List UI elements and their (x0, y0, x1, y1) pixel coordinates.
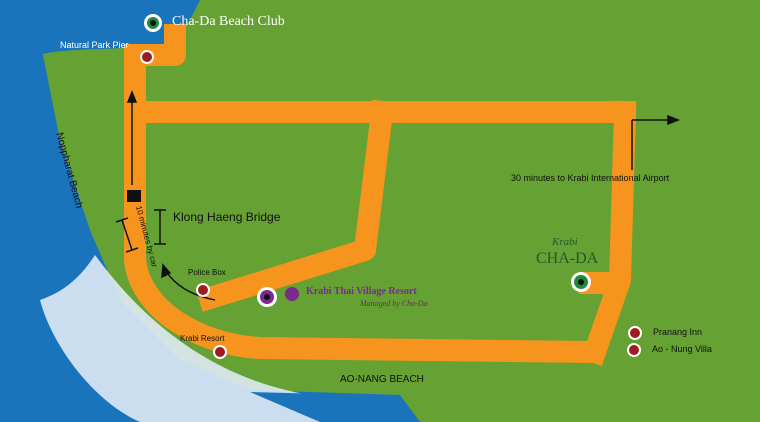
bridge-label: Klong Haeng Bridge (173, 210, 281, 224)
sea-bottom (250, 392, 420, 422)
krabi-resort-label: Krabi Resort (180, 334, 225, 343)
airport-label: 30 minutes to Krabi International Airpor… (511, 173, 670, 183)
beach-club-label: Cha-Da Beach Club (172, 14, 285, 29)
ao-nang-label: AO-NANG BEACH (340, 374, 424, 385)
resort-name: Krabi Thai Village Resort (306, 286, 417, 297)
chada-script: Krabi (552, 236, 578, 248)
roads (124, 24, 637, 366)
resort-subtitle: Managed by Cha-Da (360, 299, 428, 308)
resort-logo-icon (285, 287, 299, 301)
ao-nung-label: Ao - Nung Villa (652, 344, 712, 354)
chada-label: CHA-DA (536, 250, 599, 267)
car-icon (127, 190, 141, 202)
waves (40, 255, 330, 422)
inner-road (196, 99, 395, 312)
pier-bay (30, 30, 180, 55)
pranang-label: Pranang Inn (653, 327, 703, 337)
police-label: Police Box (188, 268, 226, 277)
pier-label: Natural Park Pier (60, 40, 129, 50)
coastal-road (124, 44, 602, 364)
arrows (115, 89, 681, 301)
